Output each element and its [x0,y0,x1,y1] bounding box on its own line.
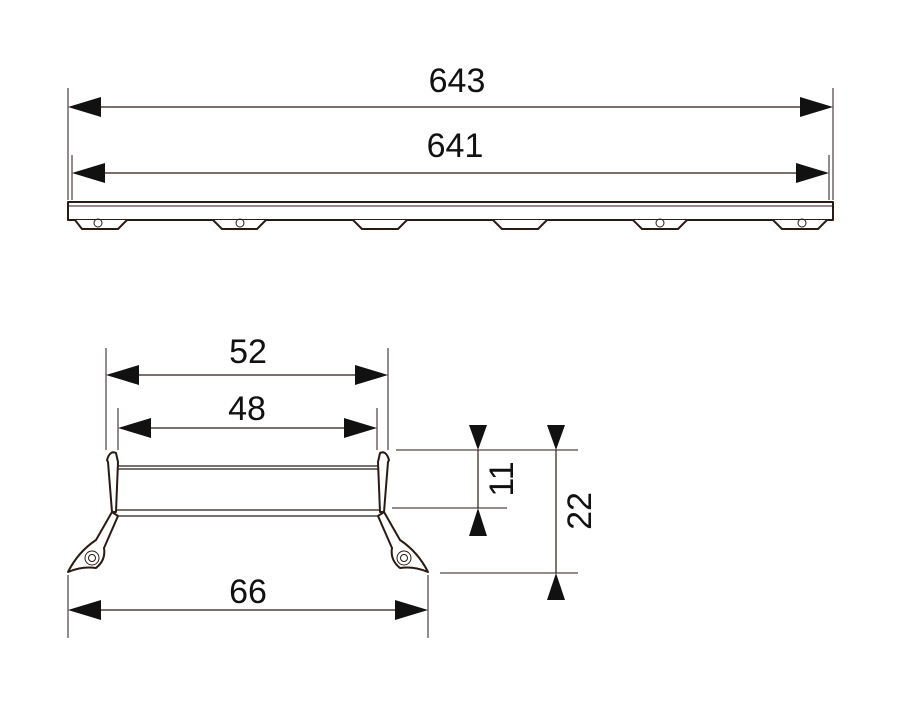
dimension-label-643: 643 [429,62,486,100]
dimension-label-48: 48 [228,390,266,428]
arrow-top-22 [547,425,565,450]
left-leg-hole [84,550,100,566]
dimension-label-641: 641 [427,127,484,165]
left-wall [106,451,119,513]
arrow-bottom-22 [547,573,565,600]
clip-hole-5 [655,218,665,228]
clip-6 [772,219,828,230]
clip-hole-2 [235,218,245,228]
right-leg-hole-inner [400,554,408,562]
arrow-left-643 [68,97,101,117]
clip-hole-6 [797,218,807,228]
arrow-right-641 [796,163,829,183]
profile-bar [67,201,834,221]
left-leg-hole-inner [88,554,96,562]
clip-2 [212,219,267,230]
arrow-left-52 [106,365,139,385]
channel-body [67,451,429,573]
clip-3 [352,219,408,230]
arrow-right-48 [344,418,377,438]
right-wall [377,451,390,513]
profile-clips [74,218,828,230]
right-leg-hole [396,550,412,566]
left-leg [67,511,119,573]
clip-1 [74,219,128,230]
clip-4 [492,219,548,230]
arrow-top-11 [469,425,487,450]
arrow-bottom-11 [469,508,487,536]
dimension-label-11: 11 [483,461,521,496]
profile-cross-section: 52 48 66 11 22 [67,333,599,638]
right-leg [377,511,429,573]
arrow-left-66 [68,600,101,620]
clip-hole-1 [93,218,103,228]
arrow-right-66 [395,600,428,620]
dimension-label-66: 66 [229,573,267,611]
arrow-right-52 [355,365,388,385]
dimension-label-22: 22 [561,492,599,530]
clip-5 [632,219,688,230]
arrow-right-643 [800,97,833,117]
dimension-label-52: 52 [229,333,267,371]
arrow-left-641 [72,163,105,183]
profile-side-view: 643 641 [67,62,834,230]
arrow-left-48 [118,418,151,438]
